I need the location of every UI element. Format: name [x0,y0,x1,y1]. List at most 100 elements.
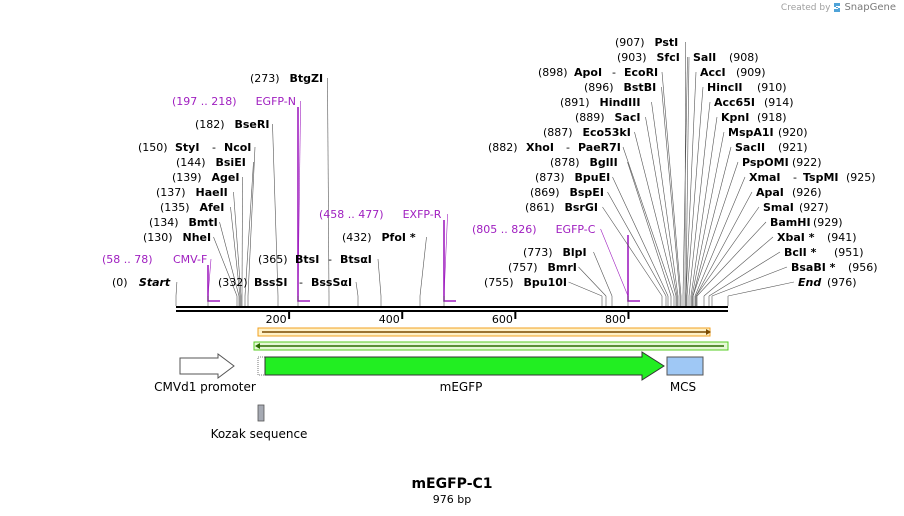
site-name-label: EGFP-C [556,223,596,236]
site-name-label: BssSαI [311,276,352,289]
feature-label-kozak: Kozak sequence [211,427,308,441]
site-position-label: (908) [729,51,759,64]
site-position-label: (914) [764,96,794,109]
site-position-label: (922) [792,156,822,169]
site-leader-line [272,123,279,297]
site-name-label: AccI [700,66,726,79]
site-leader-line [244,161,254,297]
site-leader-line [622,146,675,297]
site-name-label: BtsαI [340,253,372,266]
ruler-tick-label: 200 [266,313,287,326]
kozak-sequence-block [257,404,265,422]
site-position-label: (0) [112,276,128,289]
site-name-label: AgeI [212,171,240,184]
site-position-label: (144) [176,156,206,169]
site-leader-line [695,191,753,297]
site-leader-line [230,206,241,297]
site-name-label: BsaBI * [791,261,836,274]
site-position-label: (926) [792,186,822,199]
site-position-label: (941) [827,231,857,244]
mcs-block [666,356,704,376]
site-position-label: (134) [149,216,179,229]
site-name-label: BseRI [235,118,270,131]
site-leader-line [692,161,739,297]
site-position-label: (273) [250,72,280,85]
site-leader-line [695,206,760,297]
kozak-small-block [257,356,266,376]
site-name-label: HindIII [600,96,641,109]
site-name-label: BspEI [570,186,604,199]
site-name-label: XhoI [526,141,554,154]
site-position-label: (882) [488,141,518,154]
site-leader-line [627,161,672,297]
site-position-label: (910) [757,81,787,94]
site-name-label: SacII [735,141,765,154]
site-position-label: (925) [846,171,876,184]
site-name-label: BtsI [295,253,319,266]
site-leader-line [661,71,682,297]
site-leader-line [686,86,704,297]
site-leader-line [690,116,718,297]
site-leader-line [651,101,679,297]
site-name-label: XmaI [749,171,780,184]
site-name-label: BsrGI [565,201,598,214]
site-name-label: HaeII [196,186,228,199]
site-name-label: HincII [707,81,743,94]
primer-bracket [297,107,310,302]
map-subtitle: 976 bp [432,493,472,506]
feature-label-promoter: CMVd1 promoter [154,380,256,394]
site-name-label: BstBI [624,81,657,94]
site-name-label: XbaI * [777,231,815,244]
site-position-label: (889) [575,111,605,124]
site-position-label: (861) [525,201,555,214]
site-leader-line [175,281,178,297]
site-dash: - [612,66,616,79]
site-name-label: PspOMI [742,156,789,169]
site-leader-line [703,236,774,297]
site-position-label: (898) [538,66,568,79]
site-name-label: EcoRI [624,66,658,79]
site-leader-line [684,41,686,297]
site-name-label: ApoI [574,66,602,79]
site-position-label: (773) [523,246,553,259]
site-leader-line [233,191,242,297]
site-leader-line [568,281,603,297]
site-name-label: SacI [615,111,641,124]
site-position-label: (927) [799,201,829,214]
site-leader-line [661,86,681,297]
site-leader-line [607,191,667,297]
site-name-label: Eco53kI [583,126,631,139]
site-leader-line [600,228,629,297]
site-position-label: (432) [342,231,372,244]
site-name-label: NcoI [224,141,251,154]
site-name-label: PstI [655,36,679,49]
brand-name: SnapGene [844,2,896,13]
site-position-label: (907) [615,36,645,49]
site-position-label: (150) [138,141,168,154]
site-leader-line [696,221,767,297]
site-leader-line [694,176,746,297]
site-leader-line [634,131,677,297]
site-name-label: Bpu10I [524,276,568,289]
site-name-label: BsiEI [216,156,246,169]
site-name-label: TspMI [803,171,839,184]
site-position-label: (332) [218,276,248,289]
site-leader-line [688,101,711,297]
mEGFP-gene-arrow [264,351,665,381]
orf-forward-arrowhead [706,329,711,335]
site-leader-line [355,281,359,297]
orf-reverse-arrowhead [255,343,260,349]
site-name-label: Start [139,276,171,289]
site-name-label: CMV-F [173,253,207,266]
ruler-tick-label: 400 [379,313,400,326]
site-position-label: (921) [778,141,808,154]
site-leader-line [691,131,725,297]
site-dash: - [212,141,216,154]
site-leader-line [711,266,788,297]
site-leader-line [578,266,607,297]
map-title: mEGFP-C1 [411,476,493,492]
ruler-tick-label: 800 [605,313,626,326]
site-position-label: (458 .. 477) [319,208,384,221]
site-name-label: BamHI [770,216,811,229]
